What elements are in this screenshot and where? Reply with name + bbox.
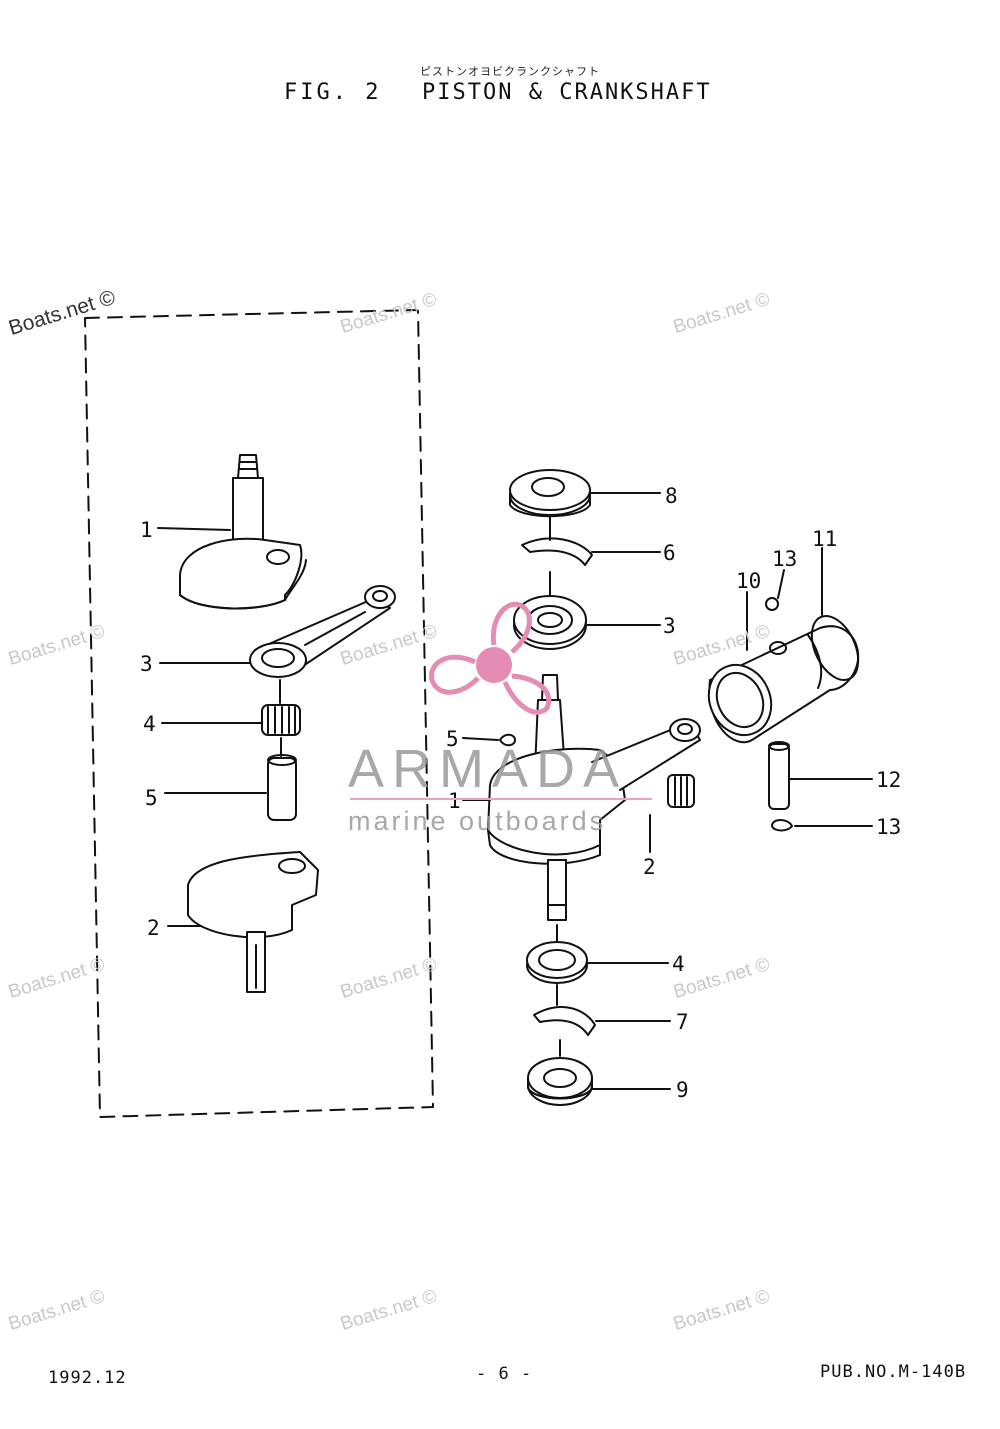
footer-date: 1992.12: [48, 1368, 127, 1388]
callout-3: 3: [663, 614, 676, 638]
armada-propeller-logo: [429, 601, 552, 715]
callout-6: 6: [663, 541, 676, 565]
callout-8: 8: [665, 484, 678, 508]
bearing-top: [513, 595, 587, 650]
callout-2: 2: [643, 855, 656, 879]
circlip-top: [521, 537, 593, 566]
callout-3-left: 3: [140, 652, 153, 676]
oil-seal-bottom: [527, 1057, 593, 1106]
assembly-dashed-border: [84, 309, 434, 1118]
piston-ring: [810, 615, 860, 681]
callout-4-left: 4: [143, 712, 156, 736]
callout-11: 11: [812, 527, 837, 551]
left-crank-pin: [267, 754, 297, 821]
callout-13-top: 13: [772, 547, 797, 571]
page-number: - 6 -: [476, 1364, 533, 1384]
callout-4: 4: [672, 952, 685, 976]
page-title: PISTON & CRANKSHAFT: [422, 80, 712, 105]
piston-pin: [768, 741, 790, 810]
callout-labels: 1 3 4 5 2 8 6 3 13 11 10 5 1 2 12 13 4 7…: [140, 484, 901, 1102]
callout-5-left: 5: [145, 786, 158, 810]
callout-1: 1: [448, 789, 461, 813]
callout-9: 9: [676, 1078, 689, 1102]
oil-seal-top: [509, 469, 591, 518]
center-needle-bearing: [667, 774, 695, 808]
bearing-bottom: [526, 941, 588, 984]
left-conrod: [249, 585, 396, 678]
circlip-bottom: [533, 1006, 596, 1036]
japanese-title: ピストンオヨビクランクシャフト: [420, 65, 600, 78]
callout-2-left: 2: [147, 916, 160, 940]
callout-7: 7: [676, 1010, 689, 1034]
left-needle-bearing: [261, 704, 301, 736]
clip-top: [765, 597, 779, 611]
callout-10: 10: [736, 569, 761, 593]
callout-5: 5: [446, 727, 459, 751]
woodruff-key: [499, 733, 516, 747]
brand-underline: [350, 798, 652, 800]
clip-bottom: [771, 819, 793, 832]
brand-subtitle-watermark: marine outboards: [348, 806, 607, 836]
publication-number: PUB.NO.M-140B: [820, 1362, 967, 1382]
lower-crank-half: [187, 851, 319, 993]
upper-crank-half: [179, 454, 307, 610]
callout-1-left: 1: [140, 518, 153, 542]
brand-watermark: ARMADA: [348, 739, 628, 799]
assembled-crankshaft: [487, 674, 701, 921]
callout-13-bottom: 13: [876, 815, 901, 839]
callout-12: 12: [876, 768, 901, 792]
figure-number: FIG. 2: [284, 80, 382, 105]
